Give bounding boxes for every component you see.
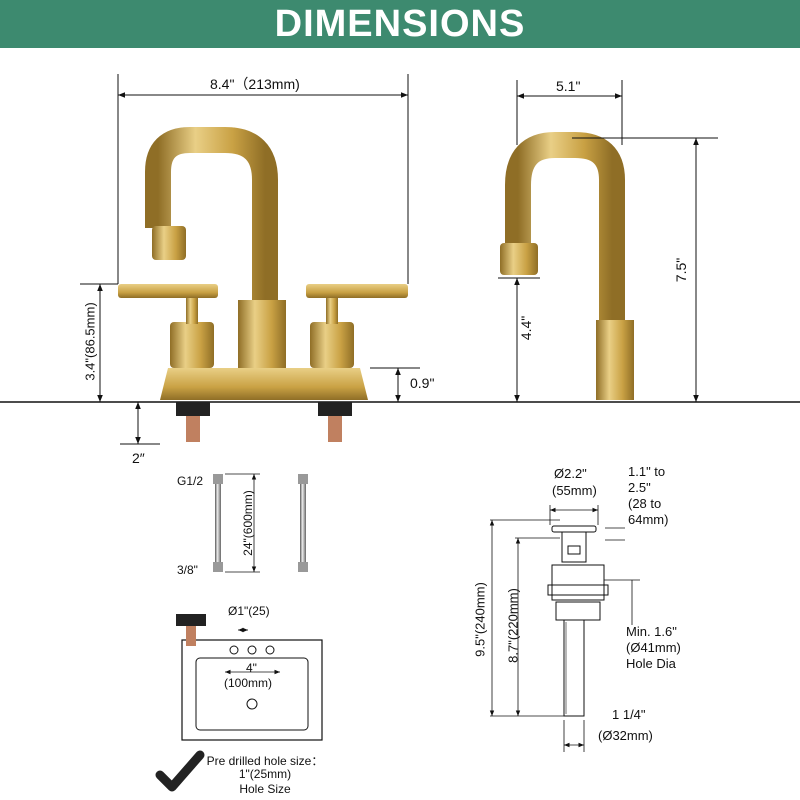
sink-illustration (176, 614, 323, 741)
drain-hole-min-line-3: Hole Dia (626, 656, 676, 671)
faucet-front-illustration (118, 127, 408, 442)
handle-height-label: 3.4"(86.5mm) (82, 302, 98, 381)
pop-up-drain-illustration (547, 525, 609, 717)
checkmark-icon (155, 750, 205, 792)
drain-thickness-line-3: (28 to (628, 496, 662, 511)
drain-hole-min-line-1: Min. 1.6" (626, 624, 677, 639)
hose-length-label: 24"(600mm) (241, 490, 255, 556)
drain-cap-diameter-metric-label: (55mm) (552, 483, 597, 498)
faucet-side-illustration (500, 132, 634, 400)
note-line-3: Hole Size (239, 782, 291, 796)
drain-thickness-line-4: 64mm) (628, 512, 669, 527)
hose-bottom-thread-label: 3/8" (177, 563, 198, 577)
note-line-2: 1"(25mm) (238, 767, 292, 781)
drain-body-height-label: 8.7"(220mm) (505, 588, 521, 663)
note-line-1: Pre drilled hole size： (206, 754, 324, 768)
drain-thickness-line-2: 2.5" (628, 480, 651, 495)
shank-length-label: 2″ (132, 450, 145, 466)
supply-hoses-illustration (213, 474, 308, 572)
banner (0, 0, 800, 48)
side-spout-height-label: 4.4" (518, 315, 534, 341)
drain-hole-min-line-2: (Ø41mm) (626, 640, 681, 655)
side-total-height-label: 7.5" (673, 257, 689, 283)
sink-spacing-label: 4" (246, 661, 257, 675)
drain-total-height-label: 9.5"(240mm) (472, 582, 488, 657)
sink-hole-diameter-label: Ø1"(25) (228, 604, 270, 618)
deck-height-label: 0.9" (410, 375, 435, 391)
side-reach-label: 5.1" (556, 78, 581, 94)
hose-top-thread-label: G1/2 (177, 474, 204, 488)
drain-tail-diameter-label: 1 1/4" (612, 707, 646, 722)
drain-cap-diameter-label: Ø2.2" (554, 466, 587, 481)
front-width-label: 8.4"（213mm) (210, 76, 300, 92)
sink-spacing-metric-label: (100mm) (224, 676, 273, 690)
drain-thickness-line-1: 1.1" to (628, 464, 666, 479)
drain-tail-diameter-metric-label: (Ø32mm) (598, 728, 653, 743)
page-title: DIMENSIONS (274, 3, 526, 45)
